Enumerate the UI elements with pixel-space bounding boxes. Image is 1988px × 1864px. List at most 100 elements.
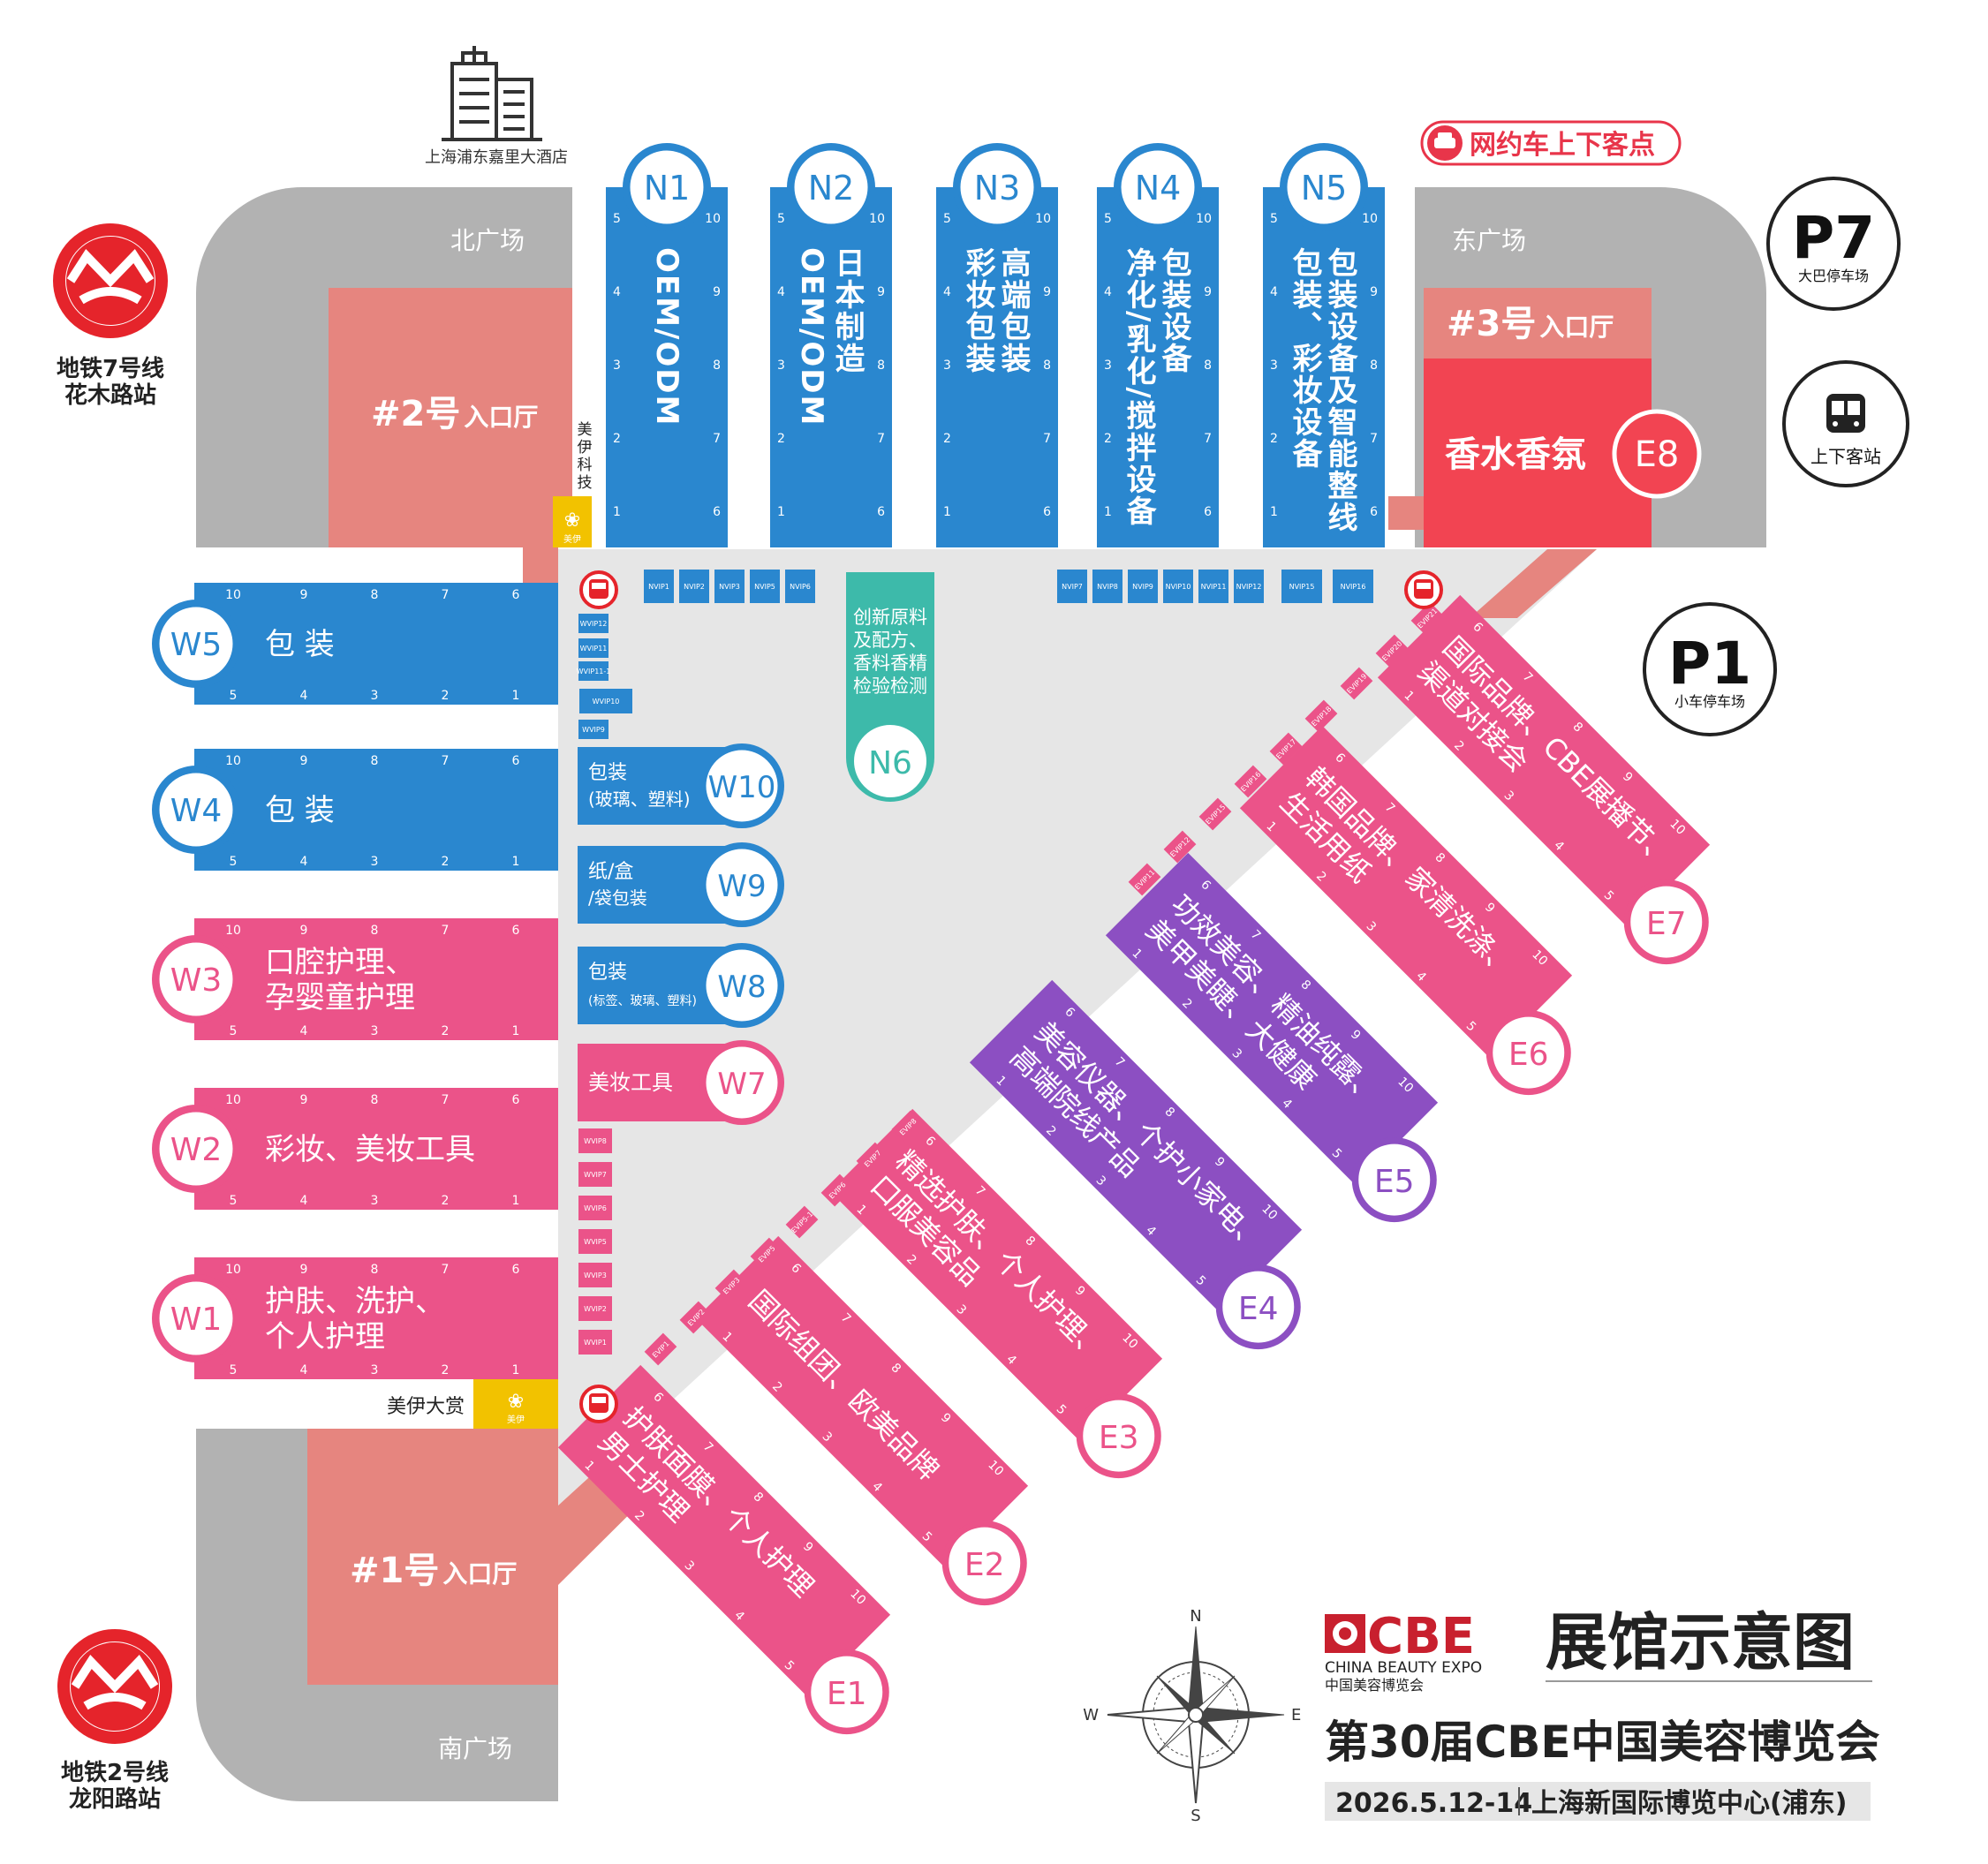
booth-number: 6	[877, 505, 885, 519]
booth-number: 1	[613, 505, 621, 519]
booth-number: 2	[1270, 432, 1278, 446]
vip-booth[interactable]: EVIP3	[714, 1269, 748, 1302]
vip-booth[interactable]: EVIP2	[679, 1301, 713, 1334]
vip-booth[interactable]: NVIP8	[1092, 570, 1123, 603]
hall-badge	[703, 747, 781, 825]
hall-n6-badge[interactable]	[850, 721, 930, 801]
entrance-hall-2	[329, 288, 572, 547]
vip-booth[interactable]: EVIP7	[856, 1142, 889, 1175]
vip-booth[interactable]: WVIP5	[578, 1229, 612, 1254]
east-plaza-label: 东广场	[1452, 226, 1526, 255]
booth-number: 4	[300, 689, 308, 703]
vip-booth[interactable]: WVIP2	[578, 1296, 612, 1321]
vip-booth[interactable]: WVIP11-1	[577, 661, 611, 681]
booth-number: 10	[225, 588, 241, 602]
booth-number: 6	[1204, 505, 1212, 519]
hall-badge	[1118, 147, 1198, 227]
bus-icon	[1826, 394, 1865, 433]
vip-booth[interactable]: EVIP12	[1163, 830, 1197, 864]
hall-badge	[791, 147, 871, 227]
sponsor-logo-top	[553, 496, 592, 547]
hall-w9[interactable]: W9纸/盒/袋包装	[578, 842, 784, 927]
hall-body	[936, 187, 1058, 547]
parking-p7[interactable]	[1766, 177, 1901, 311]
map-title: 展馆示意图	[1546, 1606, 1855, 1679]
rideshare-pill[interactable]	[1420, 120, 1682, 166]
north-halls: N154321109876OEM/ODMN254321109876日本制造OEM…	[606, 143, 1385, 547]
vip-booth[interactable]: NVIP1	[644, 570, 674, 603]
hall-code: E6	[1508, 1037, 1549, 1073]
vip-booth[interactable]: NVIP5	[750, 570, 780, 603]
hall-badge	[156, 1109, 236, 1189]
sponsor-char: 伊	[578, 439, 593, 457]
vip-booth[interactable]: NVIP7	[1057, 570, 1087, 603]
vip-booth[interactable]: NVIP12	[1234, 570, 1264, 603]
booth-number: 6	[1370, 505, 1378, 519]
parking-p1-label: 小车停车场	[1674, 693, 1745, 710]
vip-label: WVIP5	[584, 1238, 607, 1246]
vip-booth[interactable]: WVIP1	[578, 1330, 612, 1355]
vip-booth[interactable]: NVIP16	[1333, 570, 1373, 603]
hall-code: E4	[1238, 1291, 1279, 1327]
hall-badge	[957, 147, 1037, 227]
brand-logo: CBE	[1367, 1608, 1475, 1665]
vip-booth[interactable]: WVIP7	[578, 1162, 612, 1187]
vip-label: NVIP9	[1132, 583, 1153, 591]
vip-label: NVIP1	[648, 583, 669, 591]
hall-code: N2	[808, 169, 855, 208]
brand-logo-en: CHINA BEAUTY EXPO	[1325, 1659, 1482, 1677]
vip-booth[interactable]: EVIP6	[820, 1173, 854, 1207]
booth-number: 7	[442, 754, 450, 768]
hall-code: W8	[717, 970, 766, 1005]
booth-number: 4	[777, 285, 785, 299]
vip-booth[interactable]: WVIP8	[578, 1128, 612, 1153]
booth-number: 1	[512, 1363, 520, 1377]
booth-number: 10	[225, 924, 241, 938]
hall-body	[1263, 187, 1385, 547]
vip-booth[interactable]: EVIP1	[644, 1332, 677, 1366]
parking-p1[interactable]	[1643, 602, 1777, 736]
booth-number: 10	[1035, 212, 1051, 226]
vip-booth[interactable]: EVIP8	[891, 1110, 925, 1143]
vip-booth[interactable]: NVIP3	[714, 570, 745, 603]
hall-e8-badge[interactable]	[1612, 409, 1702, 499]
vip-booth[interactable]: WVIP11	[578, 638, 608, 658]
vip-booth[interactable]: WVIP6	[578, 1196, 612, 1220]
hall-label: 日本制造	[829, 247, 865, 374]
booth-number: 8	[1370, 358, 1378, 373]
vip-booth[interactable]: WVIP3	[578, 1263, 612, 1287]
booth-number: 6	[713, 505, 721, 519]
booth-number: 2	[442, 1194, 450, 1208]
vip-booth[interactable]: NVIP9	[1128, 570, 1158, 603]
hall-code: W3	[170, 962, 223, 999]
vip-booth[interactable]: NVIP15	[1281, 570, 1322, 603]
north-plaza-label: 北广场	[450, 226, 525, 255]
vip-booth[interactable]: WVIP9	[578, 720, 608, 739]
vip-booth[interactable]: NVIP6	[785, 570, 815, 603]
hall-badge	[156, 770, 236, 849]
vip-booth[interactable]: WVIP10	[579, 689, 632, 713]
vip-booth[interactable]: EVIP5	[750, 1237, 783, 1271]
vip-booth[interactable]: NVIP10	[1163, 570, 1193, 603]
booth-number: 2	[442, 1363, 450, 1377]
vip-booth[interactable]: WVIP12	[578, 614, 608, 633]
vip-label: WVIP2	[584, 1305, 607, 1313]
booth-number: 9	[300, 924, 308, 938]
parking-p7-code: P7	[1792, 204, 1875, 272]
vip-booth[interactable]: NVIP2	[679, 570, 709, 603]
vip-booth[interactable]: NVIP11	[1198, 570, 1228, 603]
